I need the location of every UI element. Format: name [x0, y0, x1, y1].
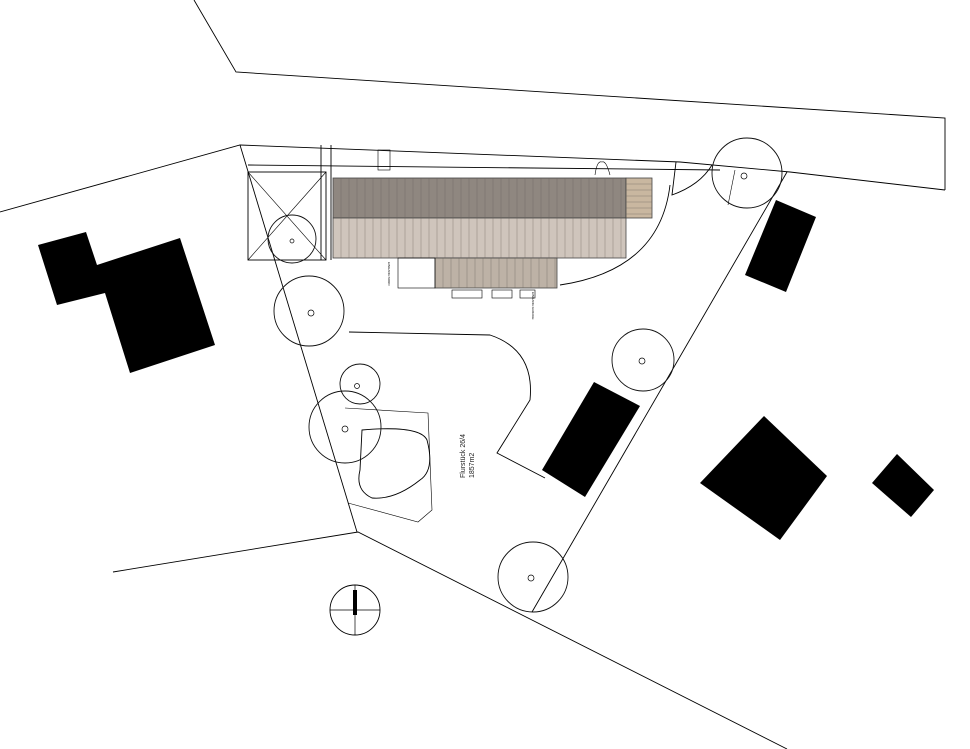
building-east-square	[700, 416, 827, 540]
neighbour-buildings	[38, 200, 934, 540]
svg-text:1857m2: 1857m2	[469, 453, 476, 478]
tree	[497, 541, 569, 613]
tree	[267, 214, 317, 264]
tree	[611, 328, 675, 392]
tree	[339, 363, 381, 405]
parcel-label: Flurstück 26/4 1857m2	[460, 434, 476, 478]
tree	[273, 275, 345, 347]
building-far-east	[872, 454, 934, 517]
tree	[308, 390, 382, 464]
svg-text:EINGANG NORD: EINGANG NORD	[387, 262, 391, 286]
svg-text:Flurstück 26/4: Flurstück 26/4	[460, 434, 467, 478]
boundary-lines	[0, 0, 946, 749]
label-entrance-garage: EINGANG GARAGE	[531, 292, 535, 320]
svg-text:EINGANG GARAGE: EINGANG GARAGE	[531, 292, 535, 320]
label-entrance-north: EINGANG NORD	[387, 262, 391, 286]
tree	[711, 137, 783, 209]
building-east-strip	[542, 382, 640, 497]
building-northeast	[745, 200, 816, 292]
main-building: EINGANG NORD EINGANG GARAGE	[332, 149, 653, 320]
building-west	[38, 232, 215, 373]
trees	[267, 137, 783, 613]
north-arrow-icon	[329, 584, 381, 636]
carport	[247, 145, 332, 261]
